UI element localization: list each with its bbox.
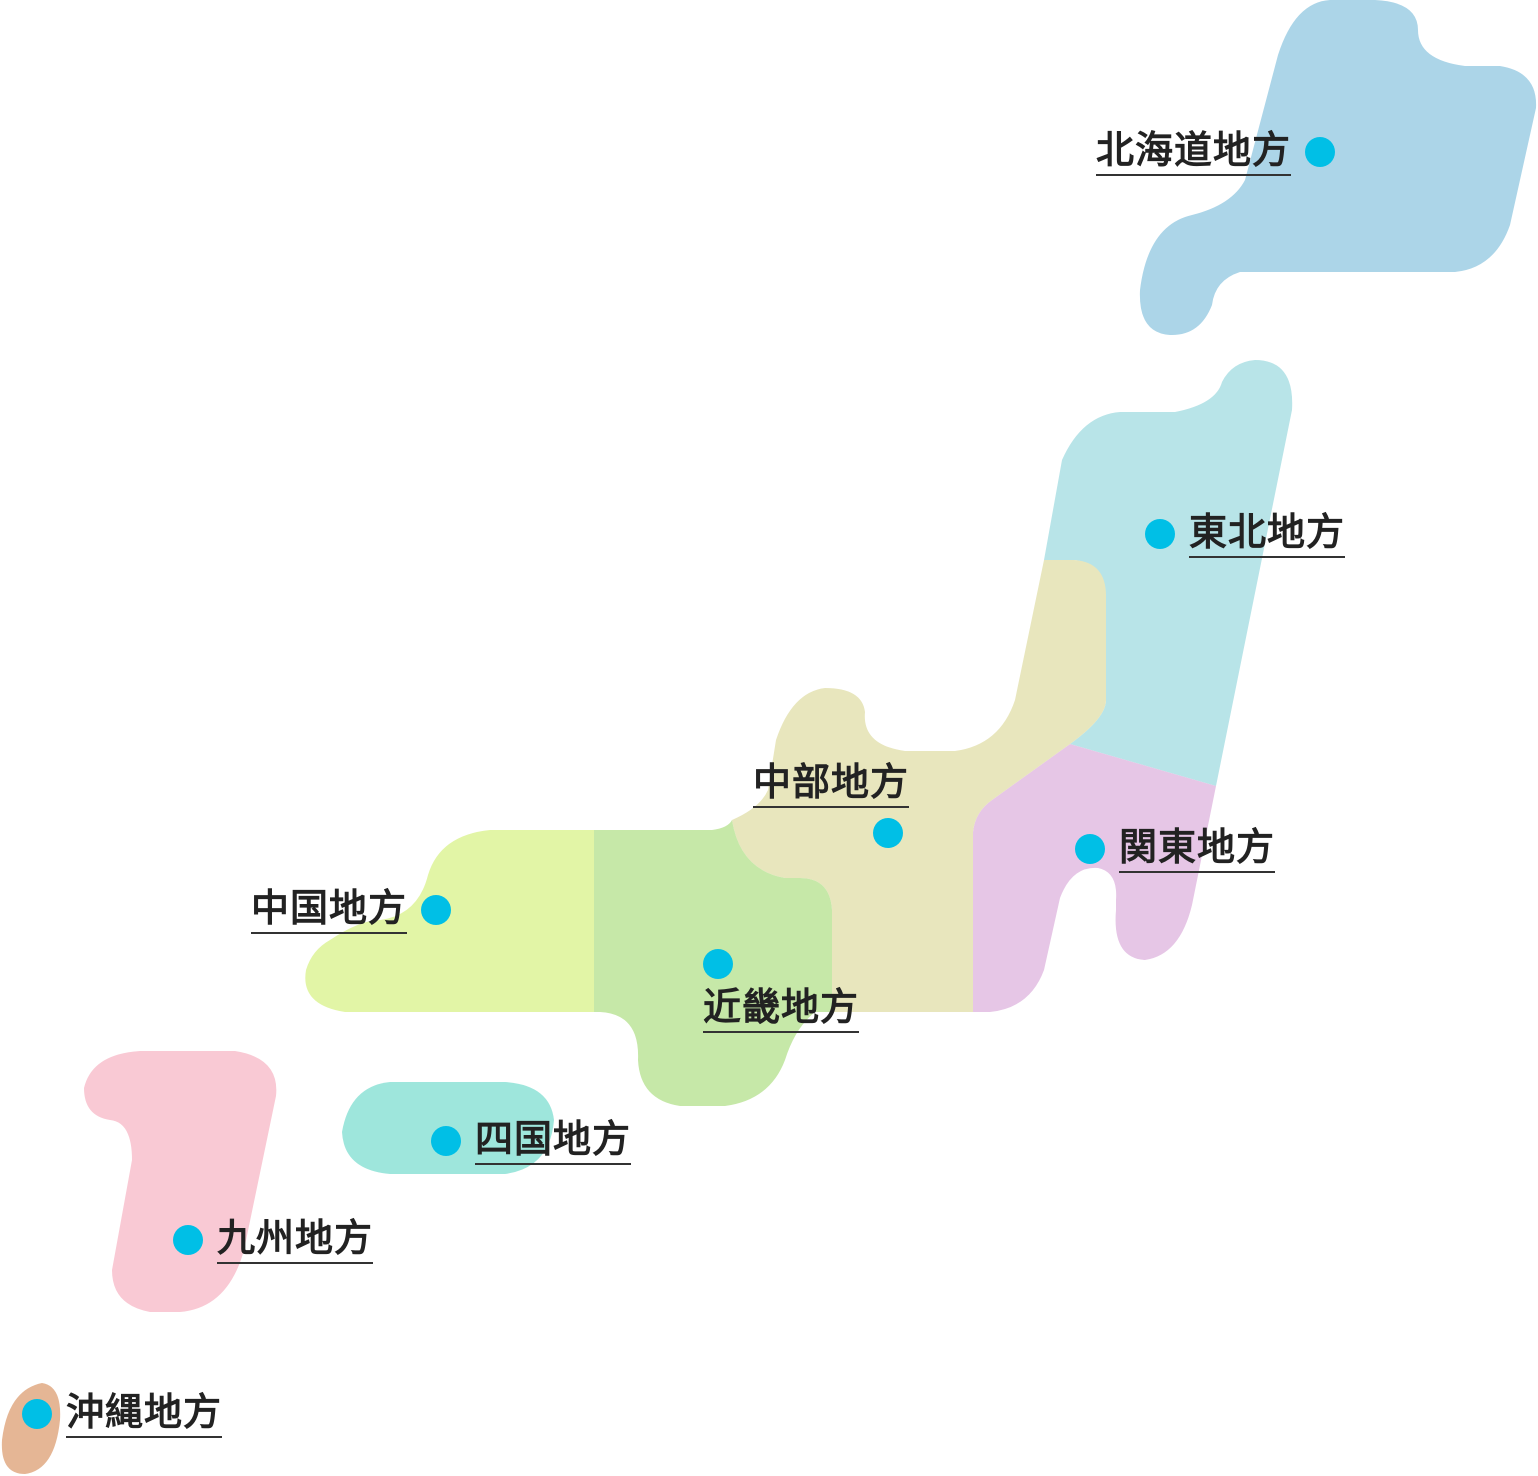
region-marker-hokkaido <box>1305 137 1336 167</box>
region-link-kanto[interactable]: 関東地方 <box>1075 825 1276 873</box>
region-shape-hokkaido[interactable] <box>1139 0 1537 336</box>
region-link-chugoku[interactable]: 中国地方 <box>251 886 452 934</box>
region-marker-okinawa <box>22 1399 52 1429</box>
region-label-tohoku: 東北地方 <box>1189 510 1346 558</box>
region-marker-tohoku <box>1145 519 1175 549</box>
region-marker-chugoku <box>421 895 452 925</box>
region-marker-chubu[interactable] <box>873 818 903 848</box>
region-label-hokkaido: 北海道地方 <box>1096 128 1292 176</box>
region-marker-kyushu <box>173 1225 203 1255</box>
region-label-chugoku: 中国地方 <box>251 886 408 934</box>
region-shape-chubu[interactable] <box>732 560 1106 1012</box>
region-link-tohoku[interactable]: 東北地方 <box>1145 510 1346 558</box>
region-shape-chugoku[interactable] <box>305 830 594 1012</box>
region-label-chubu[interactable]: 中部地方 <box>753 760 910 808</box>
region-marker-kanto <box>1075 834 1105 864</box>
region-label-kinki[interactable]: 近畿地方 <box>703 985 860 1033</box>
region-shape-tohoku[interactable] <box>1044 360 1293 786</box>
region-label-kyushu: 九州地方 <box>217 1216 374 1264</box>
region-label-okinawa: 沖縄地方 <box>66 1390 223 1438</box>
region-link-kyushu[interactable]: 九州地方 <box>173 1216 374 1264</box>
region-link-hokkaido[interactable]: 北海道地方 <box>1096 128 1336 176</box>
region-label-kanto: 関東地方 <box>1119 825 1276 873</box>
region-link-okinawa[interactable]: 沖縄地方 <box>22 1390 223 1438</box>
region-link-shikoku[interactable]: 四国地方 <box>431 1117 632 1165</box>
region-shape-kanto[interactable] <box>973 744 1216 1012</box>
region-label-shikoku: 四国地方 <box>475 1117 632 1165</box>
region-marker-shikoku <box>431 1126 461 1156</box>
region-marker-kinki[interactable] <box>703 949 733 979</box>
region-shape-kyushu[interactable] <box>84 1051 277 1312</box>
